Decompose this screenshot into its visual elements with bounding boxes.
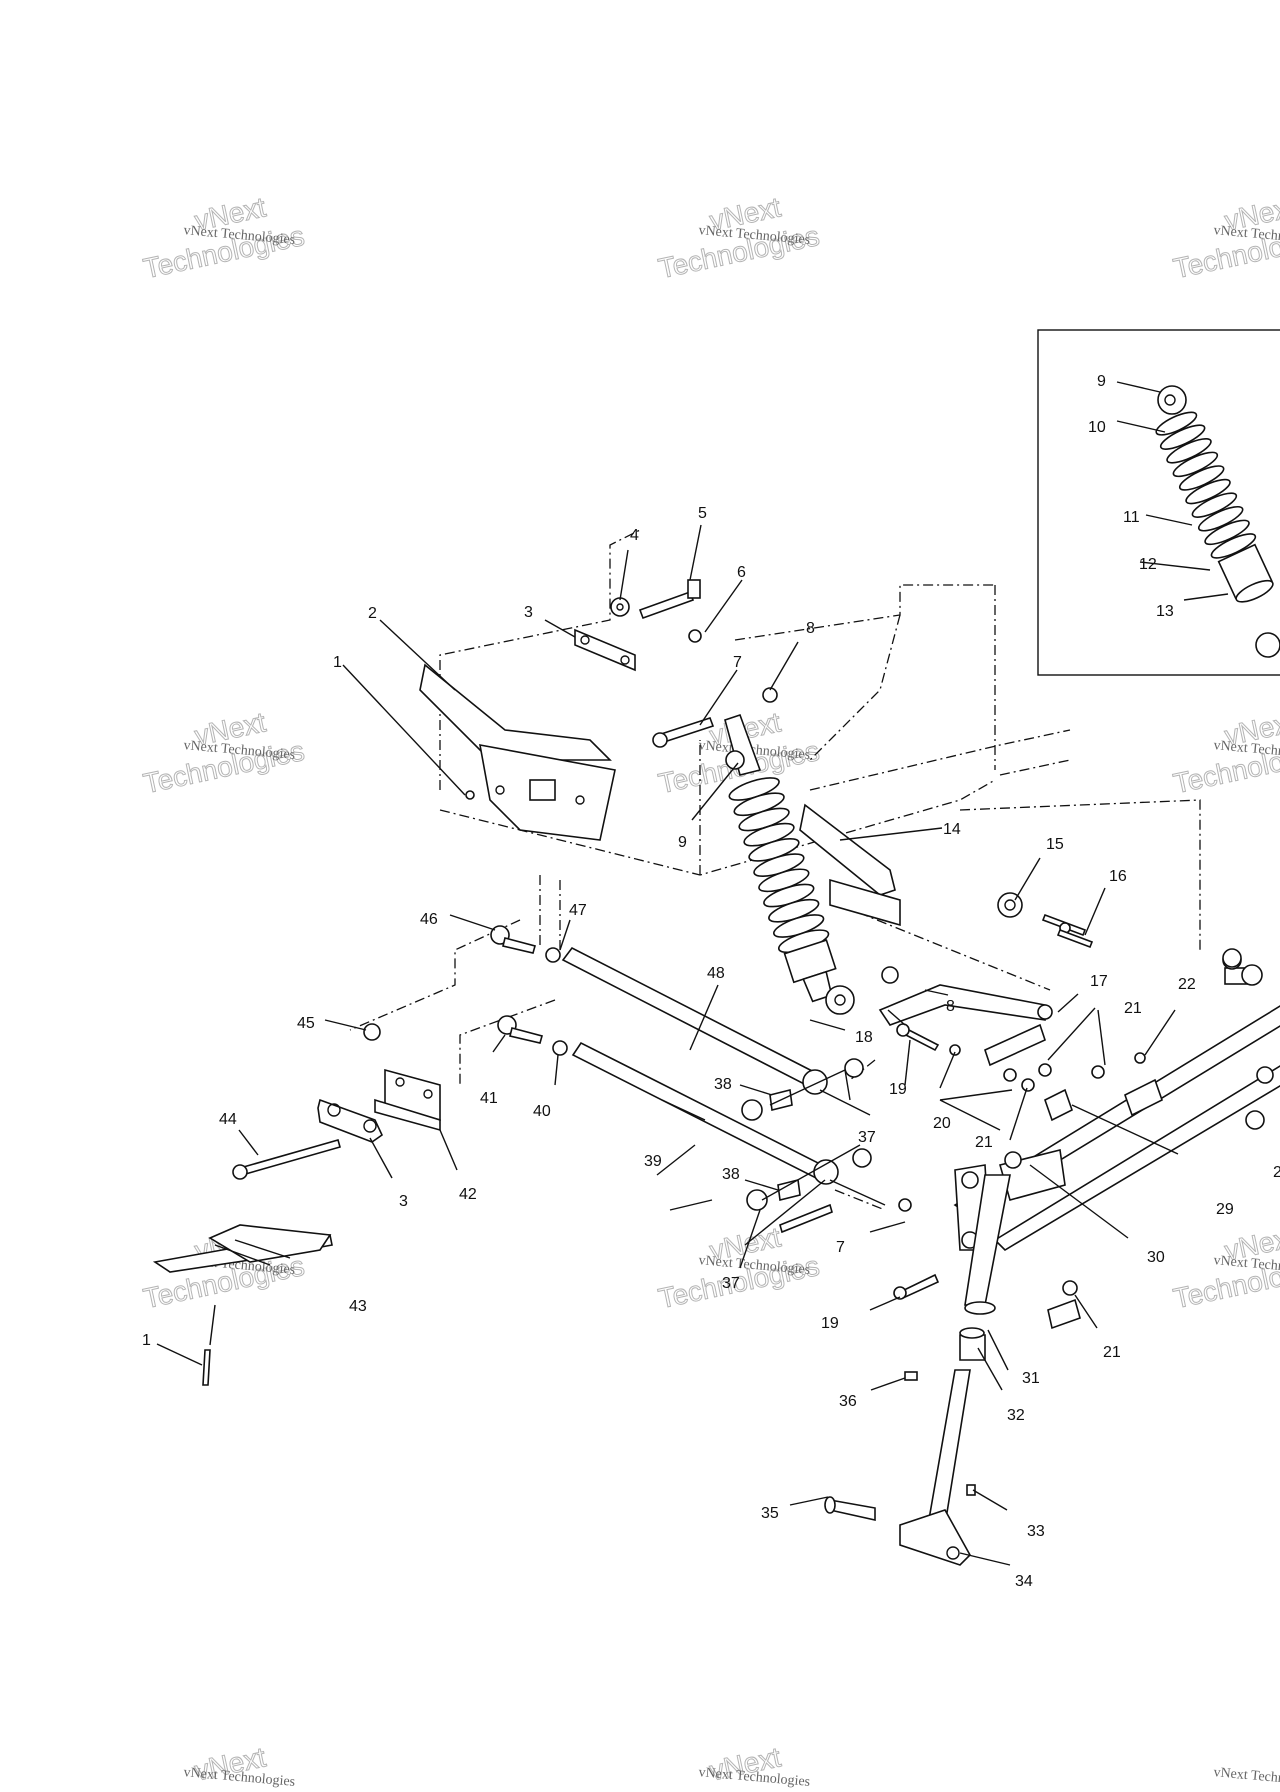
- callout-20: 20: [933, 1115, 951, 1132]
- callout-7: 7: [836, 1239, 845, 1256]
- callout-14: 14: [943, 821, 961, 838]
- tie-rods: [561, 946, 886, 1211]
- upper-mount-bracket: [419, 628, 636, 841]
- callout-43: 43: [349, 1298, 367, 1315]
- callout-35: 35: [761, 1505, 779, 1522]
- callout-29: 29: [1216, 1201, 1234, 1218]
- callout-10: 10: [1088, 419, 1106, 436]
- callout-38: 38: [722, 1166, 740, 1183]
- callout-3: 3: [399, 1193, 408, 1210]
- callout-45: 45: [297, 1015, 315, 1032]
- rod-ends: [363, 925, 568, 1056]
- callout-11: 11: [1123, 509, 1140, 526]
- callout-46: 46: [420, 911, 438, 928]
- callout-labels: 1 2 3 4 5 6 7 8 9 9 10 11 12 13 14 15 16…: [142, 373, 1280, 1590]
- callout-3: 3: [524, 604, 533, 621]
- callout-18: 18: [855, 1029, 873, 1046]
- callout-42: 42: [459, 1186, 477, 1203]
- inset-shock-detail: [1037, 329, 1280, 676]
- callout-21: 21: [1124, 1000, 1142, 1017]
- callout-1: 1: [333, 654, 342, 671]
- leader-lines: [156, 524, 1179, 1566]
- inset-shock-spring: [1155, 385, 1280, 658]
- callout-21: 21: [1103, 1344, 1121, 1361]
- callout-4: 4: [630, 527, 639, 544]
- callout-8: 8: [946, 998, 955, 1015]
- fasteners: [779, 922, 1263, 1300]
- callout-19: 19: [889, 1081, 907, 1098]
- callout-16: 16: [1109, 868, 1127, 885]
- callout-40: 40: [533, 1103, 551, 1120]
- shock-absorber: [724, 713, 855, 1015]
- callout-2: 2: [368, 605, 377, 622]
- callout-7: 7: [733, 654, 742, 671]
- callout-22: 22: [1178, 976, 1196, 993]
- skid-plate: [152, 1224, 333, 1386]
- callout-8: 8: [806, 620, 815, 637]
- callout-2-partial: 2: [1273, 1164, 1280, 1181]
- callout-9: 9: [678, 834, 687, 851]
- callout-47: 47: [569, 902, 587, 919]
- callout-32: 32: [1007, 1407, 1025, 1424]
- callout-31: 31: [1022, 1370, 1040, 1387]
- callout-39: 39: [644, 1153, 662, 1170]
- callout-9-inset: 9: [1097, 373, 1106, 390]
- callout-38: 38: [714, 1076, 732, 1093]
- callout-5: 5: [698, 505, 707, 522]
- callout-37: 37: [722, 1275, 740, 1292]
- callout-36: 36: [839, 1393, 857, 1410]
- callout-13: 13: [1156, 603, 1174, 620]
- callout-34: 34: [1015, 1573, 1033, 1590]
- callout-19: 19: [821, 1315, 839, 1332]
- callout-33: 33: [1027, 1523, 1045, 1540]
- callout-15: 15: [1046, 836, 1064, 853]
- callout-37: 37: [858, 1129, 876, 1146]
- callout-44: 44: [219, 1111, 237, 1128]
- callout-48: 48: [707, 965, 725, 982]
- watermark-group: vNext Technologies vNext Technologies vN…: [140, 191, 1280, 1790]
- lower-bracket-plates: [232, 1068, 441, 1180]
- watermark-text: vNext Technologies: [1213, 1765, 1280, 1790]
- callout-6: 6: [737, 564, 746, 581]
- callout-21: 21: [975, 1134, 993, 1151]
- callout-1: 1: [142, 1332, 151, 1349]
- ski-spindle-assembly: [824, 950, 1280, 1566]
- callout-12: 12: [1139, 556, 1157, 573]
- inset-frame: [1037, 329, 1280, 676]
- callout-41: 41: [480, 1090, 498, 1107]
- callout-17: 17: [1090, 973, 1108, 990]
- callout-30: 30: [1147, 1249, 1165, 1266]
